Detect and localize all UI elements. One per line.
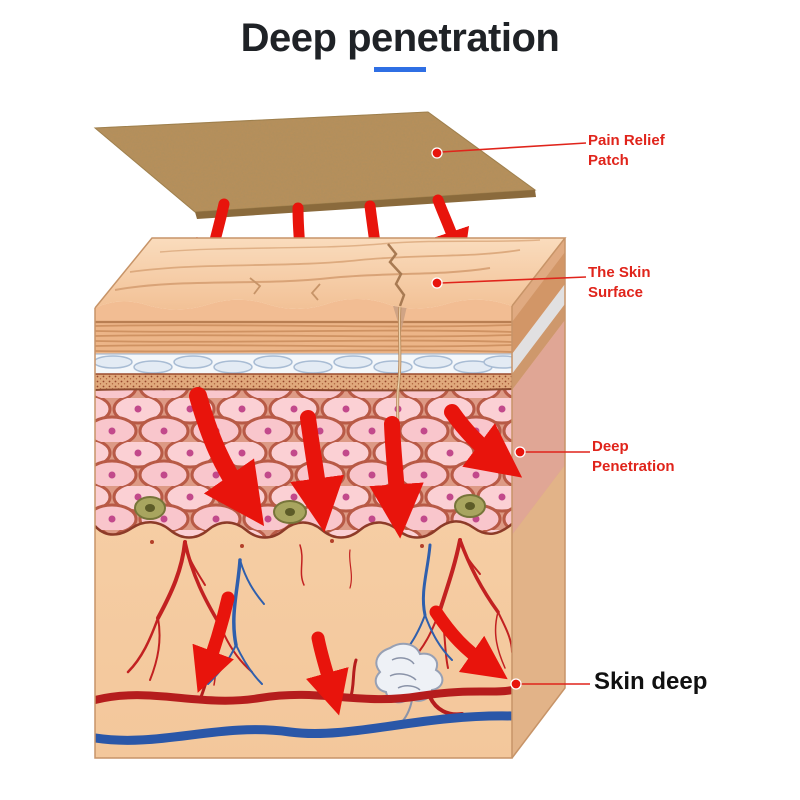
callout-deep-penetration: Deep Penetration <box>592 437 675 477</box>
surface-marker-dot <box>431 277 443 289</box>
callout-line: Pain Relief <box>588 132 665 149</box>
callout-skin-surface: The Skin Surface <box>588 263 651 303</box>
callout-skin-deep: Skin deep <box>594 669 707 695</box>
deep-penetration-arrows <box>192 591 508 716</box>
skin-side-face <box>512 238 565 758</box>
skin-surface-top <box>95 238 565 310</box>
deep-marker-dot <box>514 446 526 458</box>
vessel-tangle <box>374 642 444 725</box>
speckled-layer <box>95 373 512 390</box>
callout-line: Skin deep <box>594 668 708 695</box>
callout-line: Patch <box>588 152 629 169</box>
skin-front-face <box>95 298 512 758</box>
callout-line: Surface <box>588 284 644 301</box>
callout-pain-relief-patch: Pain Relief Patch <box>588 131 665 171</box>
dermis-penetration-arrows <box>189 387 523 539</box>
basal-membrane-layer <box>95 353 512 374</box>
pain-relief-patch <box>93 111 537 219</box>
callout-line: The Skin <box>588 264 651 281</box>
callout-line: Deep <box>592 438 629 455</box>
callout-leaders <box>431 142 590 690</box>
patch-marker-dot <box>431 147 443 159</box>
title-underline <box>374 67 426 72</box>
callout-line: Penetration <box>592 458 675 475</box>
epidermis-striations <box>95 320 512 354</box>
skin-cross-section <box>94 237 567 759</box>
block-outline <box>94 237 567 759</box>
skin-deep-marker-dot <box>510 678 522 690</box>
skin-crack-top <box>387 243 406 307</box>
page-title: Deep penetration <box>240 16 560 60</box>
deep-vein <box>95 711 512 745</box>
